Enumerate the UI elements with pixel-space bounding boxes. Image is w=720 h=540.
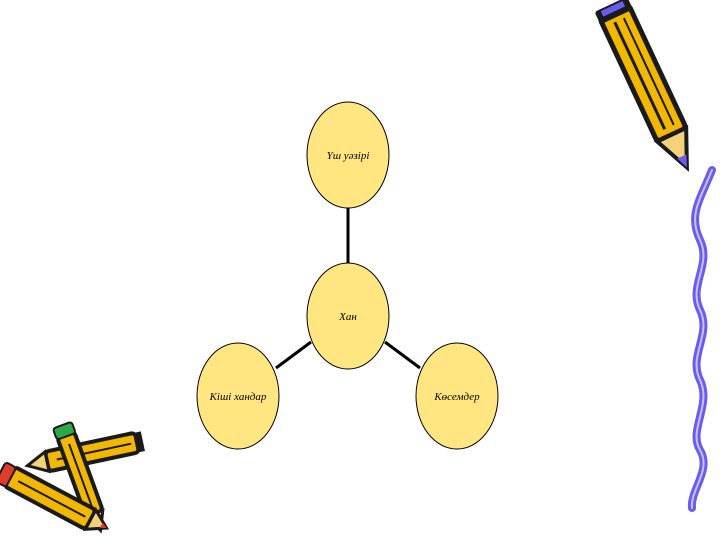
node-center: Хан — [306, 262, 390, 370]
edge-center-left — [275, 340, 312, 370]
edges — [275, 208, 421, 370]
node-right-label: Көсемдер — [433, 391, 480, 403]
node-left: Кіші хандар — [196, 342, 280, 450]
pencils-icon — [0, 421, 145, 534]
node-center-label: Хан — [338, 311, 357, 323]
squiggle-shade — [690, 169, 713, 509]
node-top-label: Үш уәзірі — [327, 150, 370, 162]
node-left-label: Кіші хандар — [209, 391, 267, 403]
node-top: Үш уәзірі — [306, 101, 390, 209]
node-right: Көсемдер — [415, 342, 499, 450]
edge-center-right — [384, 340, 421, 370]
pencil-icon — [595, 0, 689, 172]
